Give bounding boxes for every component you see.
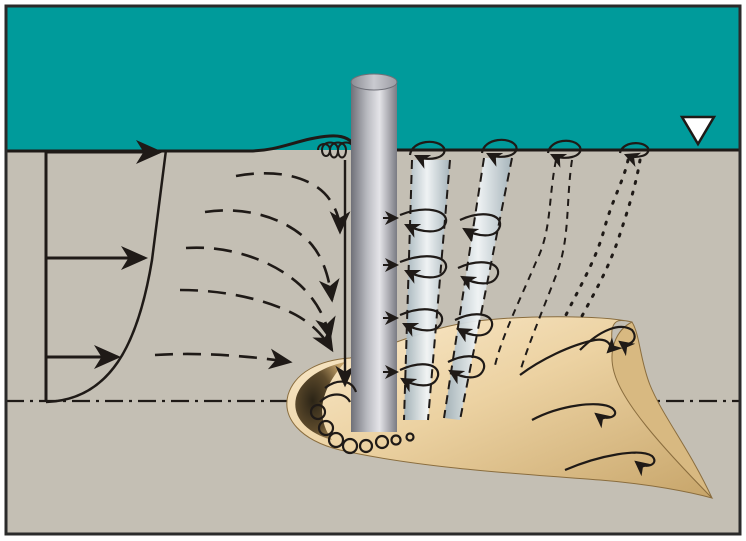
- wake-tube-2: [444, 158, 512, 420]
- pier-body: [351, 82, 397, 432]
- surface-rollers: [408, 138, 650, 169]
- profile-curve: [45, 149, 168, 404]
- pier-top: [350, 73, 398, 91]
- approach-streamlines: [154, 172, 351, 370]
- wake-vortex-loops: [399, 208, 502, 393]
- scour-wall: [611, 321, 713, 499]
- figure-border: [4, 4, 742, 536]
- horseshoe-vortex: [309, 380, 415, 455]
- scour-vortex-arrows: [519, 325, 656, 477]
- pier-tick-arrows: [383, 211, 399, 379]
- bridge-pier: [350, 73, 398, 432]
- triangle-down-icon: [679, 115, 717, 147]
- velocity-profile: [44, 140, 168, 404]
- bow-wave-roller: [317, 141, 355, 159]
